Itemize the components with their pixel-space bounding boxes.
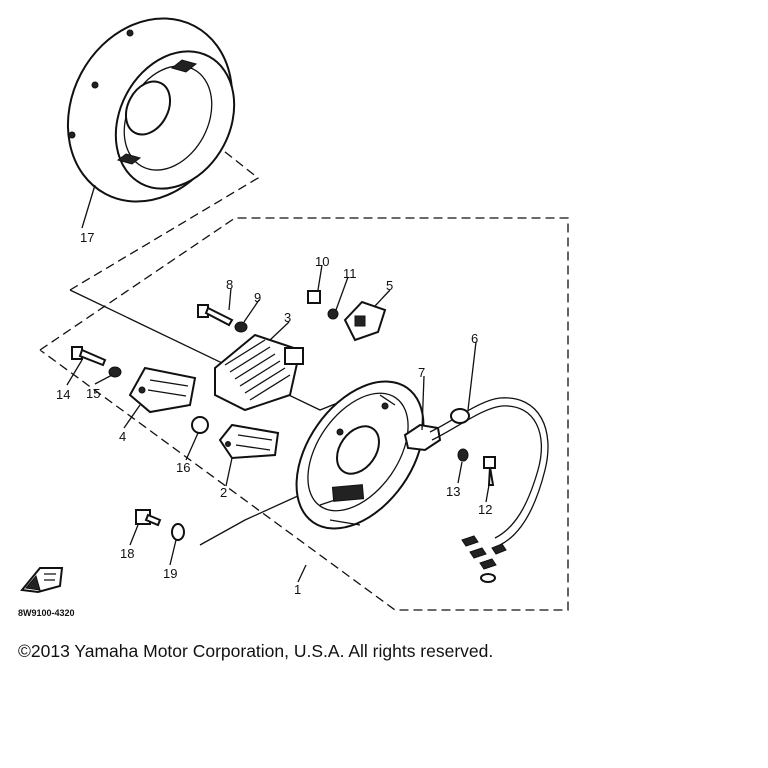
- callout-16: 16: [176, 460, 190, 475]
- cord-clamp: [343, 300, 387, 342]
- parts-diagram: 1 2 3 4 5 6 7 8 9 10 11 12 13 14 15 16 1…: [18, 17, 569, 618]
- assembly-outline: [39, 139, 569, 611]
- stator-plate: [295, 380, 425, 530]
- lighting-coil: [218, 423, 280, 460]
- callout-labels: 1 2 3 4 5 6 7 8 9 10 11 12 13 14 15 16 1…: [56, 230, 492, 597]
- spacer-16: [191, 416, 209, 434]
- callout-18: 18: [120, 546, 134, 561]
- callout-12: 12: [478, 502, 492, 517]
- callout-2: 2: [220, 485, 227, 500]
- callout-17: 17: [80, 230, 94, 245]
- washer-15: [108, 366, 122, 378]
- callout-11: 11: [343, 266, 357, 281]
- callout-4: 4: [119, 429, 126, 444]
- callout-10: 10: [315, 254, 329, 269]
- flywheel-rotor: [66, 17, 236, 203]
- callout-7: 7: [418, 365, 425, 380]
- lead-wire: [403, 397, 549, 583]
- callout-5: 5: [386, 278, 393, 293]
- ignition-coil: [214, 333, 304, 412]
- washer-11: [327, 308, 339, 320]
- leader-lines: [66, 184, 490, 583]
- callout-9: 9: [254, 290, 261, 305]
- callout-15: 15: [86, 386, 100, 401]
- callout-14: 14: [56, 387, 70, 402]
- callout-8: 8: [226, 277, 233, 292]
- front-arrow-icon: [20, 567, 64, 594]
- washer-13: [457, 448, 469, 462]
- callout-19: 19: [163, 566, 177, 581]
- part-code: 8W9100-4320: [18, 608, 75, 618]
- copyright-notice: ©2013 Yamaha Motor Corporation, U.S.A. A…: [18, 641, 494, 661]
- fasteners: [71, 290, 496, 541]
- washer-9: [234, 321, 248, 333]
- callout-1: 1: [294, 582, 301, 597]
- washer-19: [171, 523, 185, 541]
- callout-3: 3: [284, 310, 291, 325]
- pickup-coil: [128, 366, 197, 414]
- callout-13: 13: [446, 484, 460, 499]
- callout-6: 6: [471, 331, 478, 346]
